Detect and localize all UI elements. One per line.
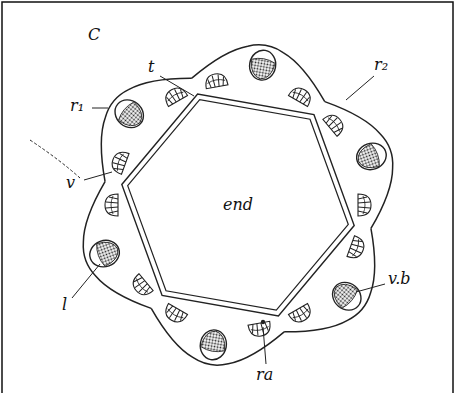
ra-dot [261, 320, 265, 324]
part-label: l [62, 296, 67, 314]
part-label: t [148, 58, 154, 76]
part-label: r₁ [70, 97, 84, 115]
leader-lines [30, 76, 385, 364]
endodermis-inner [128, 100, 349, 311]
part-label: v [66, 174, 75, 192]
vascular-bundles [86, 48, 390, 362]
part-label: ra [256, 366, 273, 384]
region-label: C [88, 26, 100, 44]
cortex-outline [63, 34, 414, 377]
endodermis-outer [122, 94, 354, 316]
region-label: end [223, 196, 253, 214]
part-label: r₂ [374, 56, 388, 74]
part-label: v.b [388, 270, 410, 288]
small-bundles [105, 72, 371, 338]
